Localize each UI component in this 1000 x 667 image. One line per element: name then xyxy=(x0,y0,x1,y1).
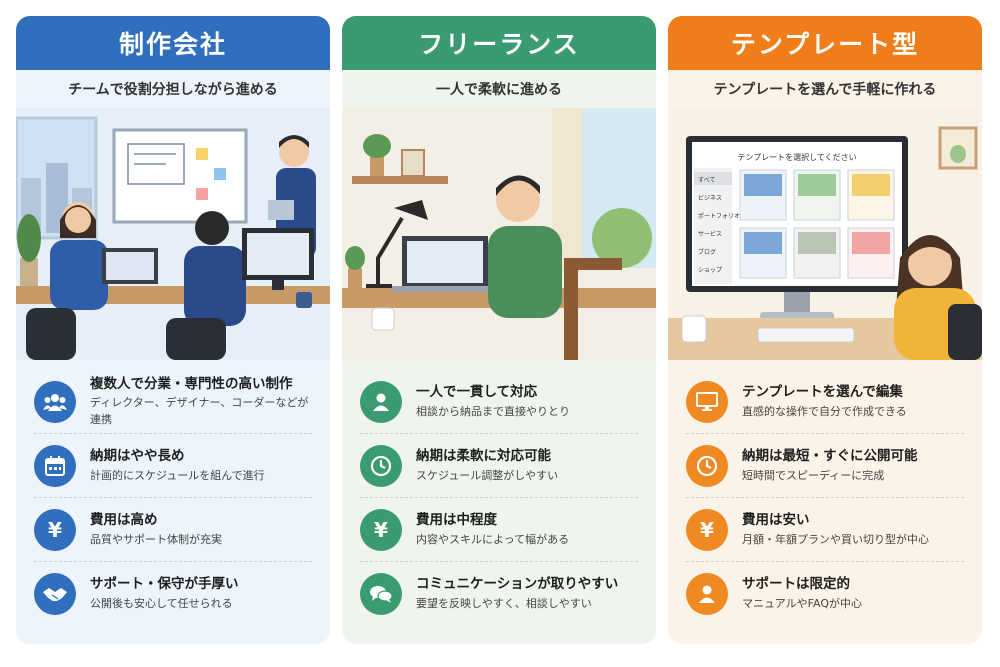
feature-title: 費用は中程度 xyxy=(416,511,497,528)
freelance-illustration xyxy=(342,108,656,360)
yen-icon: ¥ xyxy=(686,508,728,551)
column-subtitle: 一人で柔軟に進める xyxy=(436,82,562,98)
feature-title: コミュニケーションが取りやすい xyxy=(416,576,619,593)
feature-item: 納期は最短・すぐに公開可能 短時間でスピーディーに完成 xyxy=(686,434,964,498)
feature-item: ¥ 費用は高め 品質やサポート体制が充実 xyxy=(34,498,312,562)
feature-item: コミュニケーションが取りやすい 要望を反映しやすく、相談しやすい xyxy=(360,562,638,626)
feature-title: 納期は最短・すぐに公開可能 xyxy=(742,447,918,464)
calendar-icon xyxy=(34,444,76,487)
feature-item: サポートは限定的 マニュアルやFAQが中心 xyxy=(686,562,964,626)
clock-icon xyxy=(686,444,728,487)
feature-desc: スケジュール調整がしやすい xyxy=(416,468,559,482)
feature-item: 納期はやや長め 計画的にスケジュールを組んで進行 xyxy=(34,434,312,498)
column-title: フリーランス xyxy=(342,16,656,70)
feature-title: 一人で一貫して対応 xyxy=(416,383,538,400)
feature-list: 一人で一貫して対応 相談から納品まで直接やりとり 納期は柔軟に対応可能 スケジュ… xyxy=(342,360,656,644)
screen-menu-item: すべて xyxy=(698,177,715,184)
chat-icon xyxy=(360,573,402,615)
screen-menu-item: サービス xyxy=(698,230,722,238)
person-icon xyxy=(686,573,728,615)
column-subtitle: チームで役割分担しながら進める xyxy=(68,82,278,98)
clock-icon xyxy=(360,444,402,487)
feature-desc: 品質やサポート体制が充実 xyxy=(90,532,222,546)
agency-illustration xyxy=(16,108,330,360)
template-illustration: テンプレートを選択してください すべて ビジネス ポートフォリオ サービス ブロ… xyxy=(668,108,982,360)
feature-title: 費用は高め xyxy=(90,511,158,528)
feature-item: サポート・保守が手厚い 公開後も安心して任せられる xyxy=(34,562,312,626)
feature-title: サポートは限定的 xyxy=(742,576,850,593)
feature-desc: マニュアルやFAQが中心 xyxy=(742,597,862,611)
feature-item: 一人で一貫して対応 相談から納品まで直接やりとり xyxy=(360,370,638,434)
column-freelance: フリーランス 一人で柔軟に進める xyxy=(342,16,656,644)
feature-desc: 計画的にスケジュールを組んで進行 xyxy=(90,468,265,482)
feature-title: 費用は安い xyxy=(742,511,810,528)
feature-item: ¥ 費用は中程度 内容やスキルによって幅がある xyxy=(360,498,638,562)
feature-desc: 短時間でスピーディーに完成 xyxy=(742,468,885,482)
team-icon xyxy=(34,380,76,423)
person-icon xyxy=(360,380,402,423)
screen-menu-item: ブログ xyxy=(698,248,716,256)
feature-desc: 直感的な操作で自分で作成できる xyxy=(742,404,907,418)
feature-desc: 要望を反映しやすく、相談しやすい xyxy=(416,597,592,611)
feature-item: 納期は柔軟に対応可能 スケジュール調整がしやすい xyxy=(360,434,638,498)
feature-title: 複数人で分業・専門性の高い制作 xyxy=(90,375,293,392)
comparison-columns: 制作会社 チームで役割分担しながら進める xyxy=(16,16,984,644)
feature-title: サポート・保守が手厚い xyxy=(90,576,239,593)
feature-list: 複数人で分業・専門性の高い制作 ディレクター、デザイナー、コーダーなどが連携 納… xyxy=(16,360,330,644)
screen-menu-item: ビジネス xyxy=(698,194,722,202)
screen-heading: テンプレートを選択してください xyxy=(737,152,856,162)
column-title: 制作会社 xyxy=(16,16,330,70)
yen-icon: ¥ xyxy=(360,508,402,551)
feature-desc: 月額・年額プランや買い切り型が中心 xyxy=(742,532,929,546)
feature-title: テンプレートを選んで編集 xyxy=(742,383,903,400)
handshake-icon xyxy=(34,573,76,615)
feature-item: ¥ 費用は安い 月額・年額プランや買い切り型が中心 xyxy=(686,498,964,562)
feature-desc: 公開後も安心して任せられる xyxy=(90,597,233,611)
feature-desc: ディレクター、デザイナー、コーダーなどが連携 xyxy=(90,396,309,426)
column-template: テンプレート型 テンプレートを選んで手軽に作れる テンプレートを選択してください… xyxy=(668,16,982,644)
feature-item: テンプレートを選んで編集 直感的な操作で自分で作成できる xyxy=(686,370,964,434)
feature-desc: 内容やスキルによって幅がある xyxy=(416,532,570,546)
feature-item: 複数人で分業・専門性の高い制作 ディレクター、デザイナー、コーダーなどが連携 xyxy=(34,370,312,434)
feature-title: 納期は柔軟に対応可能 xyxy=(416,447,551,464)
screen-menu-item: ポートフォリオ xyxy=(698,212,740,220)
yen-icon: ¥ xyxy=(34,508,76,551)
monitor-icon xyxy=(686,380,728,423)
column-title: テンプレート型 xyxy=(668,16,982,70)
feature-desc: 相談から納品まで直接やりとり xyxy=(416,404,570,418)
column-subtitle: テンプレートを選んで手軽に作れる xyxy=(713,82,937,98)
feature-title: 納期はやや長め xyxy=(90,447,185,464)
feature-list: テンプレートを選んで編集 直感的な操作で自分で作成できる 納期は最短・すぐに公開… xyxy=(668,360,982,644)
column-agency: 制作会社 チームで役割分担しながら進める xyxy=(16,16,330,644)
screen-menu-item: ショップ xyxy=(698,267,722,274)
